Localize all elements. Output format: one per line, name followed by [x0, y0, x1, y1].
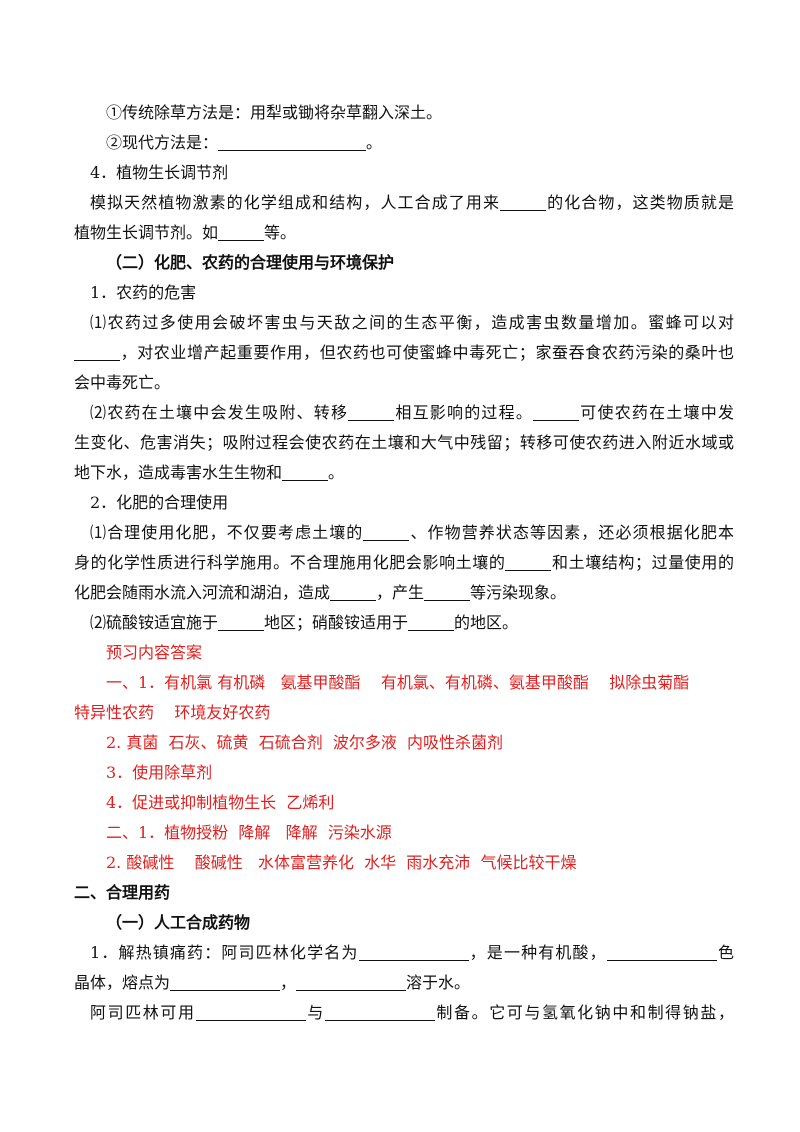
fill-blank[interactable]: [424, 582, 471, 601]
fill-blank[interactable]: [606, 942, 717, 961]
fill-blank[interactable]: [218, 222, 265, 241]
text-line: 植物生长调节剂。如等。: [74, 222, 297, 242]
answer-line: 4．促进或抑制植物生长 乙烯利: [106, 793, 335, 812]
answers-heading: 预习内容答案: [106, 643, 203, 662]
fill-blank[interactable]: [74, 342, 120, 361]
text-line: 晶体，熔点为，溶于水。: [74, 972, 471, 992]
text-line: ②现代方法是：。: [106, 132, 383, 152]
fill-blank[interactable]: [363, 522, 410, 541]
answer-line: 2. 酸碱性 酸碱性 水体富营养化 水华 雨水充沛 气候比较干燥: [106, 853, 577, 872]
text-line: 模拟天然植物激素的化学组成和结构，人工合成了用来的化合物，这类物质就是: [90, 192, 734, 212]
fill-blank[interactable]: [324, 1002, 435, 1021]
text-line: ⑵农药在土壤中会发生吸附、转移相互影响的过程。可使农药在土壤中发: [90, 402, 734, 422]
text-line: 化肥会随雨水流入河流和湖泊，造成，产生等污染现象。: [74, 582, 567, 602]
document-content: ①传统除草方法是：用犁或锄将杂草翻入深土。 ②现代方法是：。 4．植物生长调节剂…: [74, 98, 734, 1028]
answer-line: 3．使用除草剂: [106, 763, 213, 782]
text-line: ①传统除草方法是：用犁或锄将杂草翻入深土。: [106, 103, 443, 122]
text-line: 生变化、危害消失；吸附过程会使农药在土壤和大气中残留；转移可使农药进入附近水域或: [74, 433, 734, 452]
fill-blank[interactable]: [195, 1002, 306, 1021]
fill-blank[interactable]: [218, 132, 367, 151]
text-line: ，对农业增产起重要作用，但农药也可使蜜蜂中毒死亡；家蚕吞食农药污染的桑叶也: [74, 338, 734, 368]
fill-blank[interactable]: [505, 552, 552, 571]
fill-blank[interactable]: [500, 192, 547, 211]
fill-blank[interactable]: [348, 402, 395, 421]
section-heading: 2．化肥的合理使用: [90, 493, 229, 512]
fill-blank[interactable]: [282, 462, 329, 481]
fill-blank[interactable]: [330, 582, 377, 601]
text-line: ⑴合理使用化肥，不仅要考虑土壤的、作物营养状态等因素，还必须根据化肥本: [90, 522, 734, 542]
fill-blank[interactable]: [296, 972, 407, 991]
fill-blank[interactable]: [358, 942, 469, 961]
answer-line: 2. 真菌 石灰、硫黄 石硫合剂 波尔多液 内吸性杀菌剂: [106, 733, 504, 752]
text-line: 阿司匹林可用与制备。它可与氢氧化钠中和制得钠盐，: [90, 1002, 734, 1022]
text-line: ⑵硫酸铵适宜施于地区；硝酸铵适用于的地区。: [90, 612, 519, 632]
subsection-heading: （二）化肥、农药的合理使用与环境保护: [106, 253, 395, 272]
section-heading: 1．农药的危害: [90, 283, 197, 302]
subsection-heading: （一）人工合成药物: [106, 913, 251, 932]
fill-blank[interactable]: [533, 402, 580, 421]
fill-blank[interactable]: [408, 612, 455, 631]
section-heading: 4．植物生长调节剂: [90, 163, 229, 182]
answer-line: 一、1．有机氯 有机磷 氨基甲酸酯 有机氯、有机磷、氨基甲酸酯 拟除虫菊酯: [106, 673, 690, 692]
text-line: 1．解热镇痛药：阿司匹林化学名为，是一种有机酸，色: [90, 942, 734, 962]
text-line: 身的化学性质进行科学施用。不合理施用化肥会影响土壤的和土壤结构；过量使用的: [74, 552, 734, 572]
fill-blank[interactable]: [218, 612, 265, 631]
fill-blank[interactable]: [170, 972, 281, 991]
answer-line: 特异性农药 环境友好农药: [74, 703, 271, 722]
chapter-heading: 二、合理用药: [74, 883, 171, 902]
text-line: 地下水，造成毒害水生生物和。: [74, 462, 345, 482]
text-line: ⑴农药过多使用会破坏害虫与天敌之间的生态平衡，造成害虫数量增加。蜜蜂可以对: [90, 313, 734, 332]
text-line: 会中毒死亡。: [74, 373, 171, 392]
answer-line: 二、1．植物授粉 降解 降解 污染水源: [106, 823, 392, 842]
